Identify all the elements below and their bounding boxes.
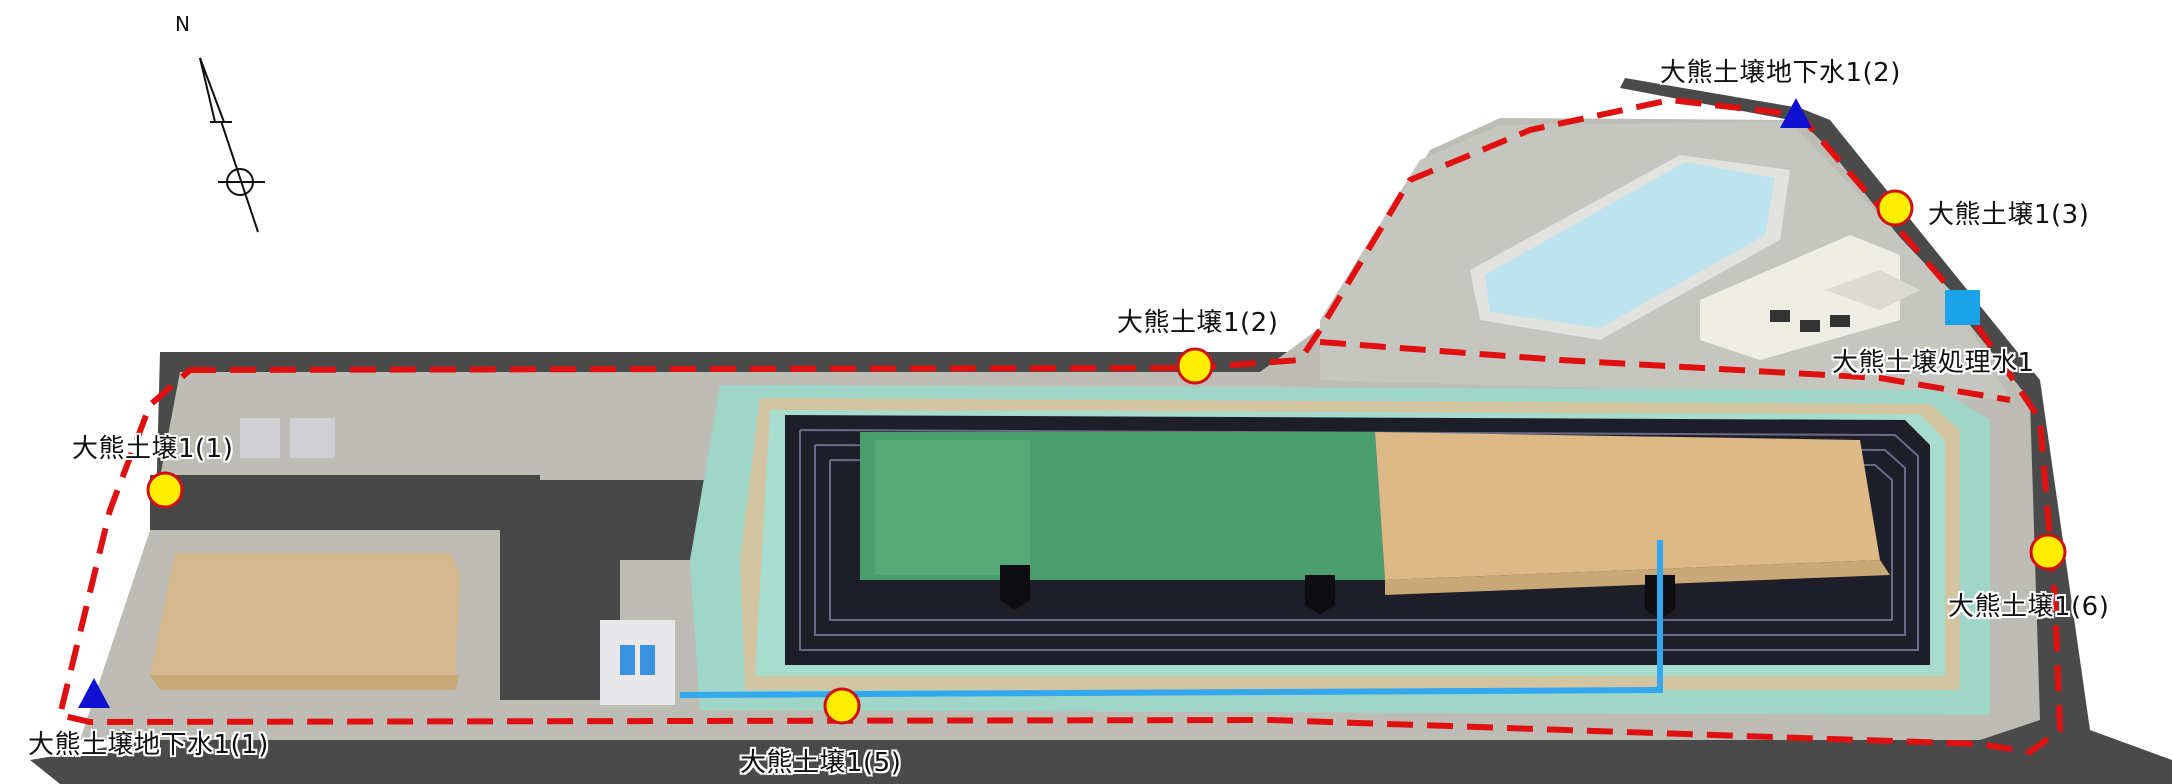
inner-boundary bbox=[1319, 339, 2011, 403]
label-soil-1-3: 大熊土壌1(3) bbox=[1928, 200, 2090, 230]
stockpile-area bbox=[150, 553, 460, 690]
north-arrow-icon bbox=[199, 57, 265, 233]
label-soil-1-2: 大熊土壌1(2) bbox=[1117, 308, 1279, 338]
label-treated-water-1: 大熊土壌処理水1 bbox=[1832, 348, 2035, 378]
soil-marker-1-2[interactable] bbox=[1176, 347, 1214, 385]
soil-marker-1-5[interactable] bbox=[823, 687, 861, 725]
internal-roads bbox=[150, 475, 710, 700]
soil-marker-1-1[interactable] bbox=[146, 471, 184, 509]
sampling-markers bbox=[78, 98, 2067, 725]
treated-water-marker-1[interactable] bbox=[1945, 290, 1980, 325]
groundwater-marker-1-2[interactable] bbox=[1780, 98, 1812, 128]
label-groundwater-1-2: 大熊土壌地下水1(2) bbox=[1660, 58, 1901, 88]
label-soil-1-6: 大熊土壌1(6) bbox=[1948, 592, 2110, 622]
drain-pipe bbox=[679, 540, 1663, 698]
holding-basin bbox=[1470, 155, 1790, 340]
soil-marker-1-6[interactable] bbox=[2029, 533, 2067, 571]
site-boundary bbox=[56, 96, 2064, 756]
label-soil-1-1: 大熊土壌1(1) bbox=[72, 434, 234, 464]
water-treatment-building bbox=[600, 620, 675, 705]
label-groundwater-1-1: 大熊土壌地下水1(1) bbox=[28, 730, 269, 760]
small-facility-blocks bbox=[240, 418, 335, 458]
north-label: N bbox=[175, 12, 190, 36]
soil-marker-1-3[interactable] bbox=[1876, 189, 1914, 227]
treatment-plant bbox=[1700, 235, 1920, 360]
label-soil-1-5: 大熊土壌1(5) bbox=[740, 748, 902, 778]
landfill-cell bbox=[690, 385, 1990, 715]
groundwater-marker-1-1[interactable] bbox=[78, 678, 110, 708]
